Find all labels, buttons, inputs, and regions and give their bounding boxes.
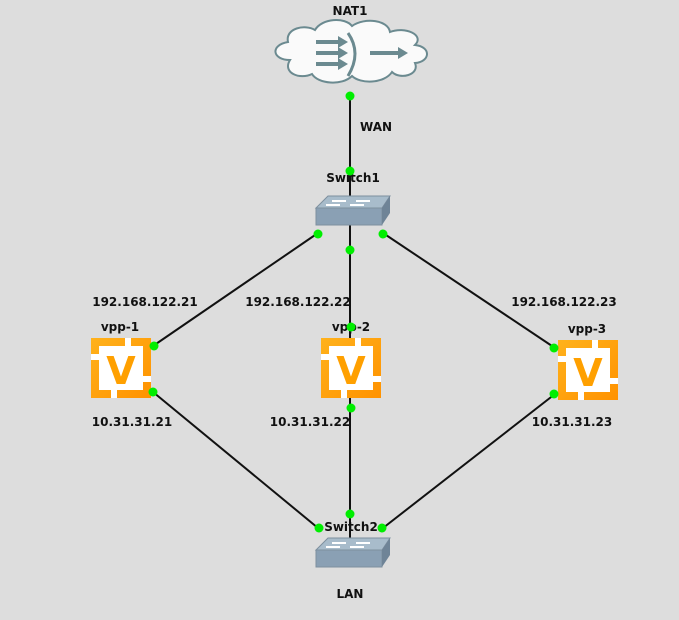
node-vpp3[interactable]: V vpp-3 bbox=[558, 322, 618, 400]
port-dot[interactable] bbox=[346, 322, 356, 332]
node-switch1[interactable]: Switch1 bbox=[314, 171, 391, 226]
link-label-wan: WAN bbox=[360, 120, 392, 134]
lan-label: LAN bbox=[337, 587, 364, 601]
ports bbox=[148, 91, 559, 533]
node-label: vpp-3 bbox=[568, 322, 606, 336]
link-label-ip: 192.168.122.22 bbox=[245, 295, 351, 309]
switch-icon bbox=[314, 537, 391, 568]
link-vpp3-switch2[interactable] bbox=[382, 393, 556, 529]
link-label-ip: 192.168.122.21 bbox=[92, 295, 198, 309]
port-dot[interactable] bbox=[313, 229, 323, 239]
port-dot[interactable] bbox=[149, 341, 159, 351]
port-dot[interactable] bbox=[345, 245, 355, 255]
cloud-icon bbox=[274, 19, 428, 84]
port-dot[interactable] bbox=[148, 387, 158, 397]
port-dot[interactable] bbox=[378, 229, 388, 239]
port-dot[interactable] bbox=[314, 523, 324, 533]
svg-text:V: V bbox=[336, 349, 366, 393]
port-dot[interactable] bbox=[346, 403, 356, 413]
link-switch1-vpp3[interactable] bbox=[382, 232, 556, 349]
nat-arrows-icon bbox=[316, 32, 408, 77]
node-switch2[interactable]: Switch2 LAN bbox=[314, 520, 391, 601]
link-labels: WAN 192.168.122.21 192.168.122.22 192.16… bbox=[92, 120, 617, 429]
link-label-ip: 10.31.31.22 bbox=[270, 415, 350, 429]
link-label-ip: 192.168.122.23 bbox=[511, 295, 617, 309]
port-dot[interactable] bbox=[549, 389, 559, 399]
vpp-router-icon: V bbox=[91, 338, 151, 398]
vpp-router-icon: V bbox=[558, 340, 618, 400]
switch-icon bbox=[314, 195, 391, 226]
link-switch1-vpp1[interactable] bbox=[152, 232, 319, 347]
node-vpp2[interactable]: V vpp-2 bbox=[321, 320, 381, 398]
port-dot[interactable] bbox=[345, 91, 355, 101]
svg-text:V: V bbox=[573, 351, 603, 395]
port-dot[interactable] bbox=[345, 509, 355, 519]
port-dot[interactable] bbox=[549, 343, 559, 353]
svg-text:V: V bbox=[106, 349, 136, 393]
node-label: Switch1 bbox=[326, 171, 380, 185]
vpp-router-icon: V bbox=[321, 338, 381, 398]
link-label-ip: 10.31.31.23 bbox=[532, 415, 612, 429]
links bbox=[152, 95, 556, 540]
node-nat1[interactable]: NAT1 bbox=[274, 4, 428, 84]
node-label: Switch2 bbox=[324, 520, 378, 534]
port-dot[interactable] bbox=[377, 523, 387, 533]
port-dot[interactable] bbox=[345, 166, 355, 176]
node-label: NAT1 bbox=[333, 4, 368, 18]
node-vpp1[interactable]: V vpp-1 bbox=[91, 320, 151, 398]
node-label: vpp-1 bbox=[101, 320, 139, 334]
link-label-ip: 10.31.31.21 bbox=[92, 415, 172, 429]
link-vpp1-switch2[interactable] bbox=[152, 391, 319, 529]
